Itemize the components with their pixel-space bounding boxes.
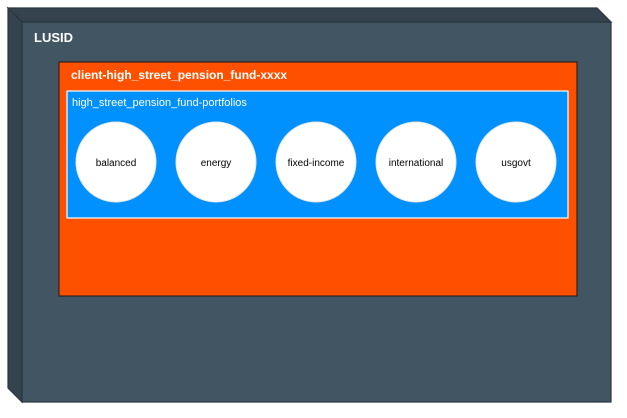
client-label: client-high_street_pension_fund-xxxx: [71, 68, 287, 82]
portfolio-circle[interactable]: [475, 121, 557, 203]
scope-label: high_street_pension_fund-portfolios: [72, 97, 247, 109]
portfolio-circle[interactable]: [375, 121, 457, 203]
portfolio-circle[interactable]: [275, 121, 357, 203]
portfolio-node[interactable]: energy: [175, 121, 257, 203]
portfolio-circle[interactable]: [175, 121, 257, 203]
portfolio-circle[interactable]: [75, 121, 157, 203]
portfolio-label: usgovt: [501, 158, 531, 169]
portfolio-node[interactable]: international: [375, 121, 457, 203]
lusid-label: LUSID: [34, 30, 73, 45]
portfolio-node[interactable]: fixed-income: [275, 121, 357, 203]
portfolio-nodes: balanced energy fixed-income internation…: [75, 121, 557, 203]
portfolio-label: energy: [201, 158, 232, 169]
portfolio-label: international: [389, 158, 443, 169]
portfolio-label: fixed-income: [288, 158, 345, 169]
portfolio-label: balanced: [96, 158, 137, 169]
lusid-cube-left-face: [7, 6, 23, 404]
portfolio-node[interactable]: usgovt: [475, 121, 557, 203]
portfolio-node[interactable]: balanced: [75, 121, 157, 203]
lusid-cube-top-face: [6, 7, 613, 23]
